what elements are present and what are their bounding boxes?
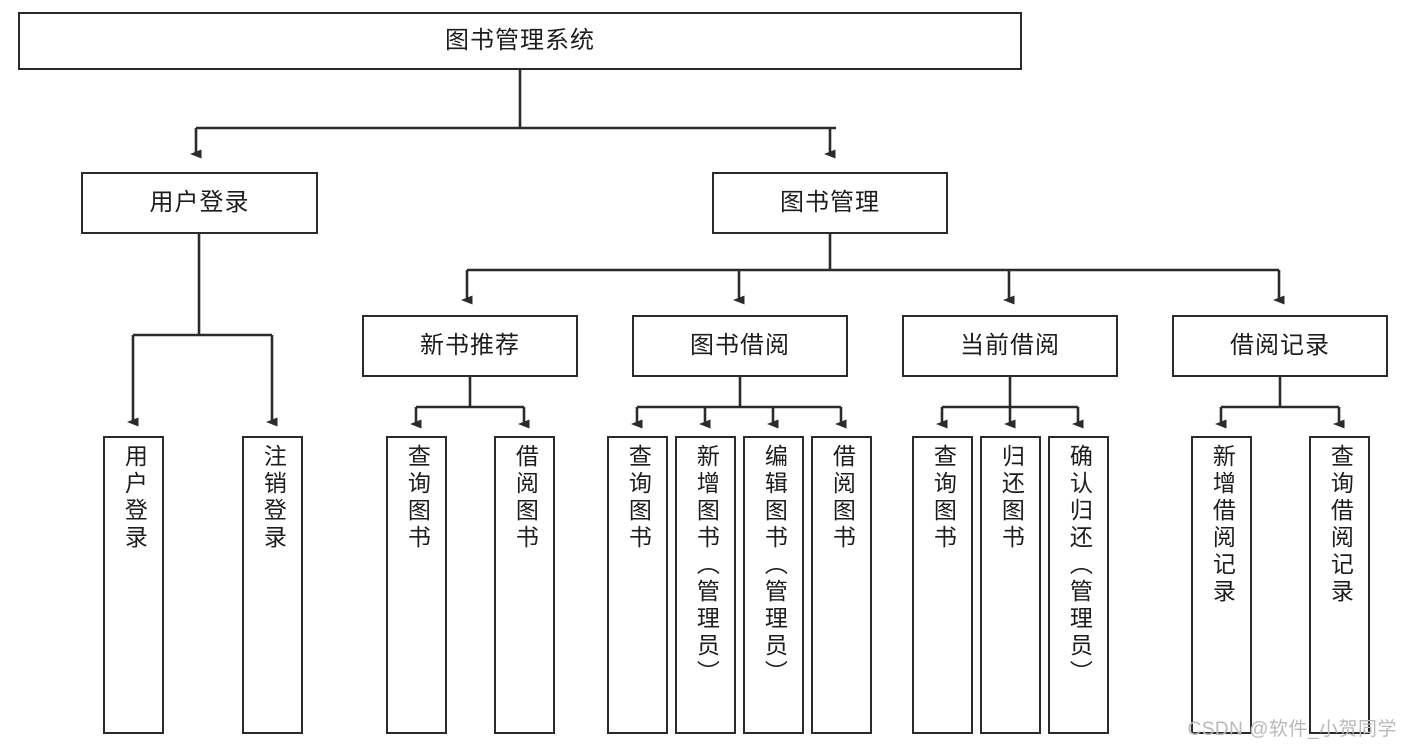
node-label: 确认归还（管理员） [1066, 444, 1093, 687]
node-label: 编辑图书（管理员） [761, 444, 788, 687]
node-label: 注销登录 [260, 444, 287, 552]
node-current-borrow[interactable]: 当前借阅 [902, 315, 1118, 377]
node-label: 用户登录 [121, 444, 148, 552]
leaf-current-query-book[interactable]: 查询图书 [912, 436, 973, 734]
leaf-user-login-logout[interactable]: 注销登录 [242, 436, 303, 734]
node-book-borrow[interactable]: 图书借阅 [632, 315, 848, 377]
leaf-borrow-query-book[interactable]: 查询图书 [607, 436, 668, 734]
leaf-current-confirm-return-admin[interactable]: 确认归还（管理员） [1048, 436, 1109, 734]
leaf-recommend-borrow-book[interactable]: 借阅图书 [494, 436, 555, 734]
node-label: 图书管理系统 [445, 26, 595, 54]
node-book-management[interactable]: 图书管理 [712, 172, 948, 234]
node-user-login[interactable]: 用户登录 [81, 172, 318, 234]
node-label: 归还图书 [998, 444, 1025, 552]
node-label: 查询图书 [404, 444, 431, 552]
leaf-user-login-login[interactable]: 用户登录 [103, 436, 164, 734]
leaf-borrow-add-book-admin[interactable]: 新增图书（管理员） [675, 436, 736, 734]
node-new-book-recommend[interactable]: 新书推荐 [362, 315, 578, 377]
node-label: 新增图书（管理员） [693, 444, 720, 687]
node-label: 新增借阅记录 [1209, 444, 1236, 606]
node-label: 当前借阅 [960, 331, 1060, 359]
node-label: 查询图书 [930, 444, 957, 552]
leaf-current-return-book[interactable]: 归还图书 [980, 436, 1041, 734]
leaf-borrow-edit-book-admin[interactable]: 编辑图书（管理员） [743, 436, 804, 734]
leaf-recommend-query-book[interactable]: 查询图书 [386, 436, 447, 734]
node-label: 用户登录 [149, 188, 250, 216]
leaf-record-query-record[interactable]: 查询借阅记录 [1309, 436, 1370, 734]
node-label: 查询借阅记录 [1327, 444, 1354, 606]
node-borrow-record[interactable]: 借阅记录 [1172, 315, 1388, 377]
node-label: 借阅图书 [829, 444, 856, 552]
node-root-book-management-system[interactable]: 图书管理系统 [18, 12, 1022, 70]
node-label: 图书借阅 [690, 331, 790, 359]
node-label: 图书管理 [780, 188, 880, 216]
node-label: 新书推荐 [420, 331, 520, 359]
leaf-borrow-borrow-book[interactable]: 借阅图书 [811, 436, 872, 734]
node-label: 借阅记录 [1230, 331, 1330, 359]
leaf-record-add-record[interactable]: 新增借阅记录 [1191, 436, 1252, 734]
node-label: 查询图书 [625, 444, 652, 552]
csdn-watermark: CSDN @软件_小贺同学 [1187, 719, 1397, 740]
node-label: 借阅图书 [512, 444, 539, 552]
